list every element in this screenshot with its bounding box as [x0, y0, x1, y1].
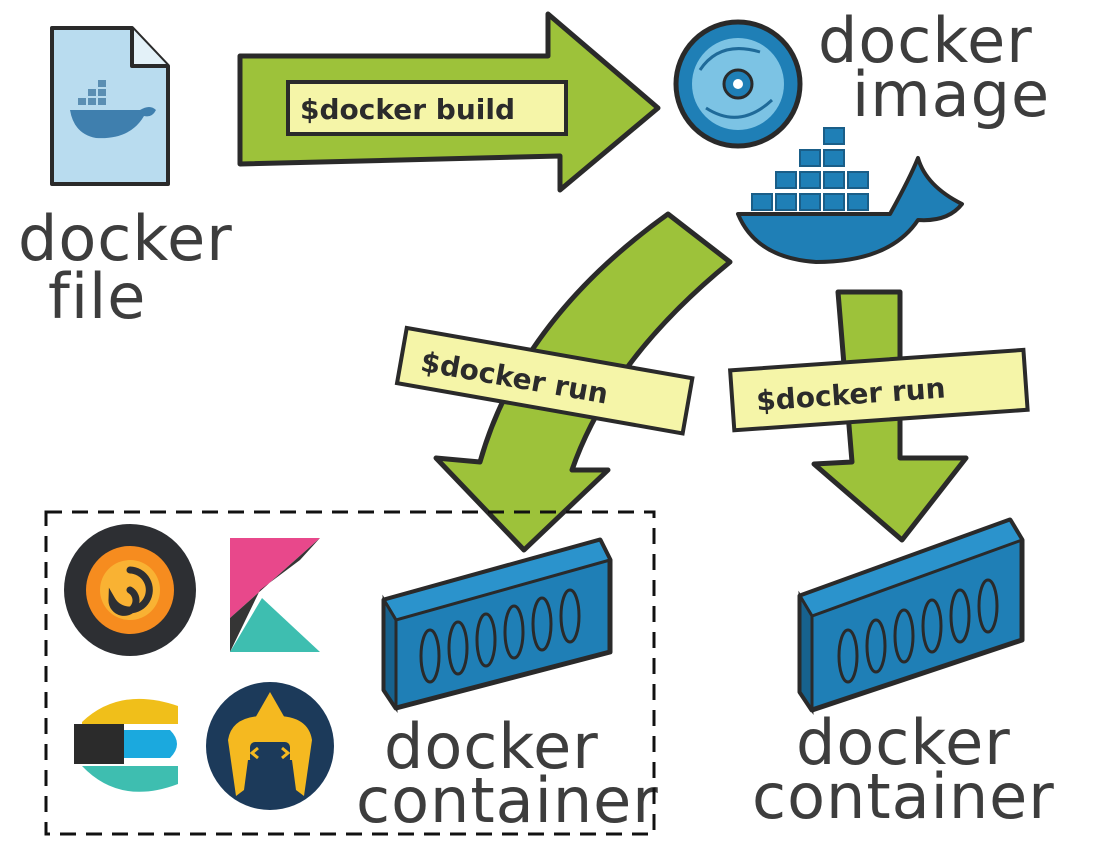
kibana-logo-icon	[230, 538, 320, 652]
container-right-label-line1: docker	[796, 706, 1011, 779]
dockerfile-label-line2: file	[48, 260, 146, 333]
container-left-label-line2: container	[356, 764, 659, 837]
logstash-logo-icon	[206, 682, 334, 810]
grafana-logo-icon	[64, 524, 196, 656]
run-arrow-right: $docker run	[727, 289, 1030, 543]
image-label-line1: docker	[818, 4, 1033, 77]
docker-container-right-icon	[797, 517, 1025, 715]
elk-stack-group-box	[44, 510, 656, 836]
image-label-line2: image	[852, 58, 1050, 131]
dockerfile-document-icon	[50, 26, 170, 186]
docker-whale-small-icon	[70, 80, 156, 139]
elasticsearch-logo-icon	[74, 698, 178, 792]
docker-image-disc-icon	[673, 19, 803, 149]
container-right-label-line2: container	[752, 760, 1055, 833]
docker-whale-icon	[736, 127, 964, 264]
dockerfile-label-line1: docker	[18, 202, 233, 275]
container-left-label-line1: docker	[384, 710, 599, 783]
run-arrow-left: $docker run	[394, 211, 733, 553]
build-arrow: $docker build	[237, 11, 661, 193]
build-command-label: $docker build	[300, 93, 515, 126]
docker-container-left-icon	[381, 537, 613, 713]
